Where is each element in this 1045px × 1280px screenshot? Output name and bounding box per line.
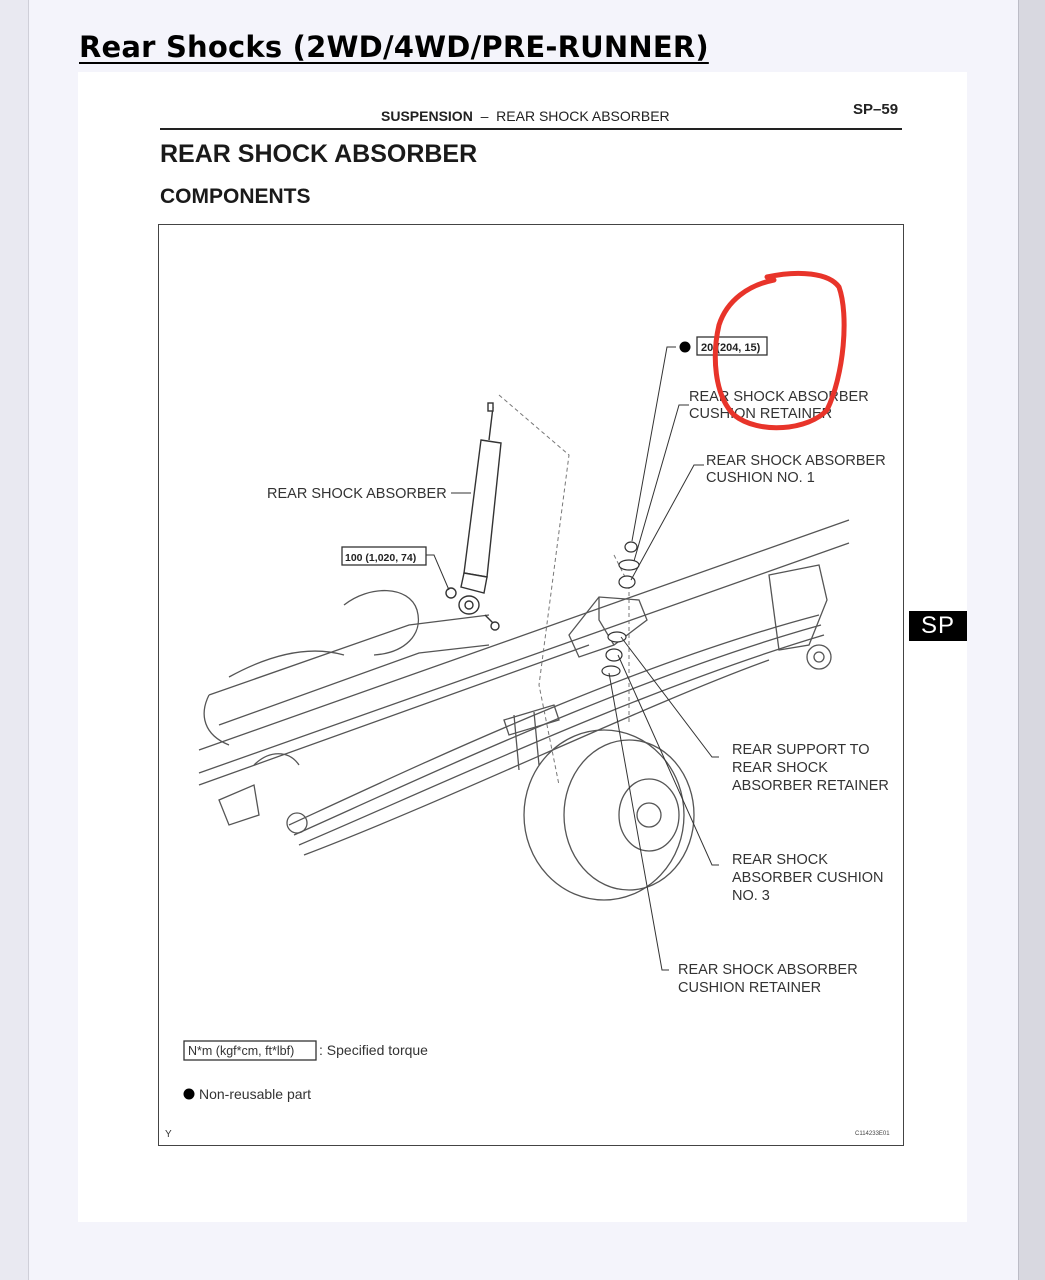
label-cushion-no1-1: REAR SHOCK ABSORBER bbox=[706, 453, 886, 469]
shock-absorber-drawing bbox=[445, 402, 502, 631]
running-header: SUSPENSION – REAR SHOCK ABSORBER bbox=[381, 108, 670, 124]
label-cushion-retainer-upper-1: REAR SHOCK ABSORBER bbox=[689, 389, 869, 405]
page-edge-right bbox=[1018, 0, 1045, 1280]
torque-upper-text: 20 (204, 15) bbox=[701, 342, 761, 354]
label-cushion-retainer-upper-2: CUSHION RETAINER bbox=[689, 406, 832, 422]
document-title: Rear Shocks (2WD/4WD/PRE-RUNNER) bbox=[79, 30, 709, 64]
legend-torque-text: : Specified torque bbox=[319, 1042, 428, 1058]
header-section: SUSPENSION bbox=[381, 108, 473, 124]
legend: N*m (kgf*cm, ft*lbf) : Specified torque … bbox=[183, 1040, 428, 1102]
label-support-3: ABSORBER RETAINER bbox=[732, 778, 889, 794]
diagram-svg: 20 (204, 15) 100 (1,020, 74) REAR SHOCK … bbox=[165, 270, 890, 1140]
corner-mark: Y bbox=[165, 1129, 172, 1140]
label-cushion-no3-3: NO. 3 bbox=[732, 888, 770, 904]
leader-lines bbox=[426, 346, 719, 971]
label-cushion-no3-2: ABSORBER CUSHION bbox=[732, 870, 883, 886]
alignment-lines bbox=[498, 394, 630, 786]
legend-dot-icon bbox=[183, 1088, 195, 1100]
label-support-1: REAR SUPPORT TO bbox=[732, 742, 870, 758]
torque-lower: 100 (1,020, 74) bbox=[341, 546, 427, 566]
label-cushion-retainer-lower-1: REAR SHOCK ABSORBER bbox=[678, 962, 858, 978]
legend-nonreusable-text: Non-reusable part bbox=[199, 1086, 311, 1102]
torque-lower-text: 100 (1,020, 74) bbox=[345, 552, 416, 564]
components-heading: COMPONENTS bbox=[160, 185, 311, 208]
torque-upper: 20 (204, 15) bbox=[696, 336, 768, 356]
label-shock-absorber: REAR SHOCK ABSORBER bbox=[267, 486, 447, 502]
header-subsection: REAR SHOCK ABSORBER bbox=[496, 108, 670, 124]
legend-torque-box: N*m (kgf*cm, ft*lbf) bbox=[188, 1044, 294, 1058]
manual-page-image: SUSPENSION – REAR SHOCK ABSORBER SP–59 R… bbox=[78, 72, 967, 1222]
label-cushion-retainer-lower-2: CUSHION RETAINER bbox=[678, 980, 821, 996]
highlight-circle-annotation bbox=[712, 270, 847, 431]
part-labels: REAR SHOCK ABSORBER REAR SHOCK ABSORBER … bbox=[267, 389, 889, 996]
header-separator: – bbox=[480, 108, 489, 124]
figure-code: C114233E01 bbox=[855, 1131, 890, 1137]
label-cushion-no3-1: REAR SHOCK bbox=[732, 852, 828, 868]
nonreusable-dot-icon bbox=[679, 341, 691, 353]
label-support-2: REAR SHOCK bbox=[732, 760, 828, 776]
label-cushion-no1-2: CUSHION NO. 1 bbox=[706, 470, 815, 486]
header-rule bbox=[160, 128, 902, 130]
suspension-linework bbox=[198, 519, 850, 901]
page-number: SP–59 bbox=[853, 101, 899, 118]
page-edge-left bbox=[0, 0, 29, 1280]
upper-mount-parts bbox=[601, 541, 640, 677]
section-heading: REAR SHOCK ABSORBER bbox=[160, 140, 478, 168]
components-diagram: 20 (204, 15) 100 (1,020, 74) REAR SHOCK … bbox=[158, 224, 904, 1146]
sp-side-tab: SP bbox=[909, 611, 967, 641]
